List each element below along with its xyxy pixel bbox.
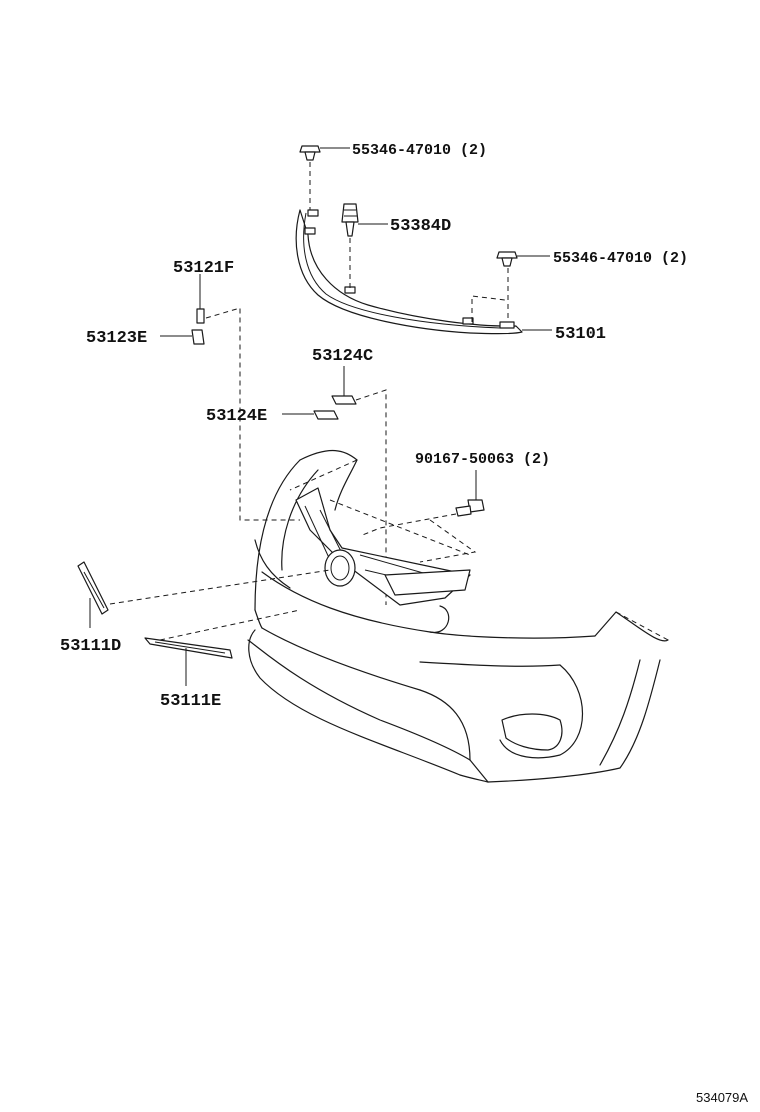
bumper-cover [247, 449, 669, 783]
label-p10: 53111D [60, 637, 121, 656]
label-p4: 53101 [555, 325, 606, 344]
label-p8: 53124E [206, 407, 267, 426]
part-53121F [196, 308, 205, 324]
pad-53124E [313, 410, 339, 420]
strip-53111E [144, 637, 233, 659]
fastener-53384D [341, 203, 359, 237]
label-p7: 53124C [312, 347, 373, 366]
clip-right [496, 251, 518, 267]
screw-90167 [455, 499, 485, 517]
strip-53111D [77, 561, 109, 615]
label-p1: 55346-47010 (2) [352, 142, 487, 159]
upper-grille-molding [295, 209, 523, 335]
label-p9: 90167-50063 (2) [415, 451, 550, 468]
front-grille [295, 487, 471, 606]
part-53123E [191, 329, 205, 345]
pad-53124C [331, 395, 357, 405]
figure-code: 534079A [696, 1090, 748, 1105]
label-p3: 55346-47010 (2) [553, 250, 688, 267]
label-p11: 53111E [160, 692, 221, 711]
label-p5: 53121F [173, 259, 234, 278]
label-p2: 53384D [390, 217, 451, 236]
label-p6: 53123E [86, 329, 147, 348]
clip-top [299, 145, 321, 161]
